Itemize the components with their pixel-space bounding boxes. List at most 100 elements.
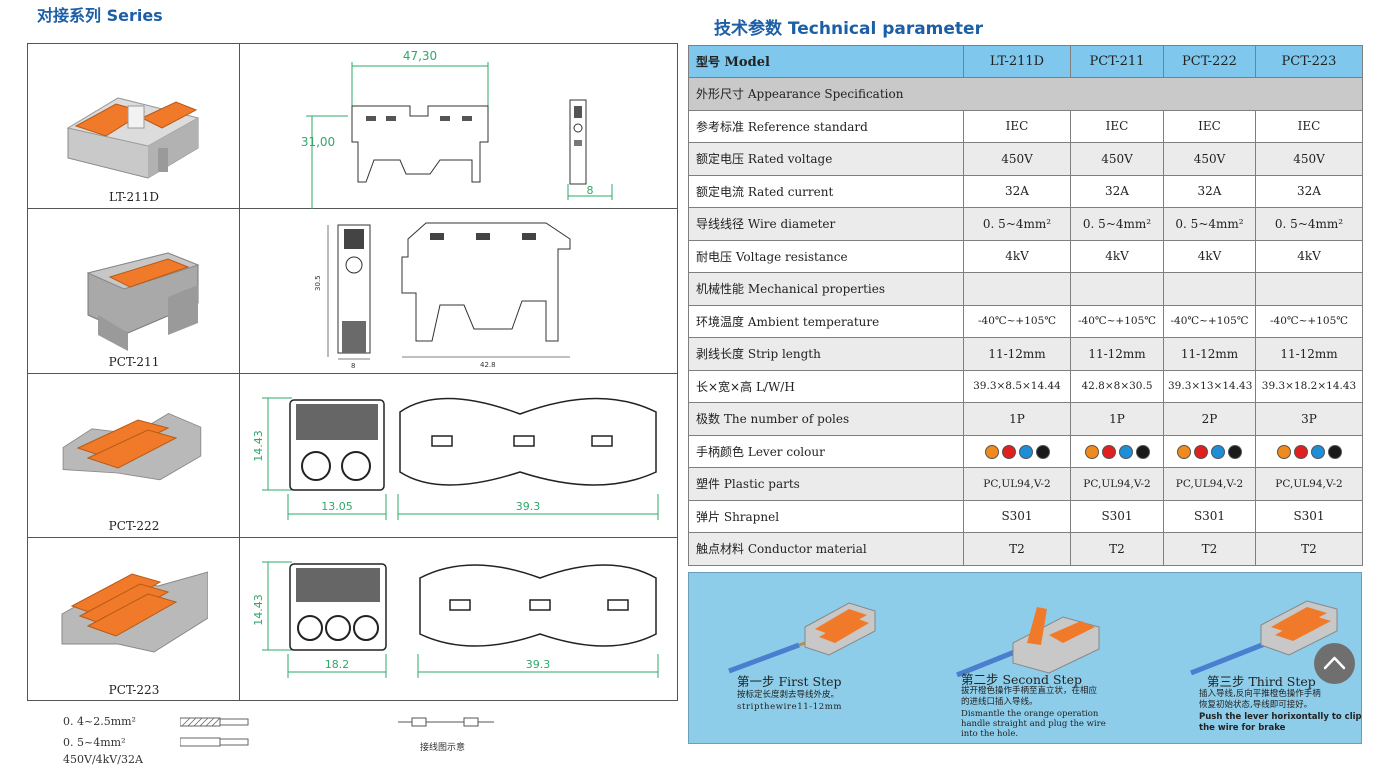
table-cell: 0. 5~4mm² xyxy=(1070,207,1164,241)
wiring-diagram-icon xyxy=(398,717,494,727)
step-second-illustration xyxy=(956,607,1100,677)
row-label-cn: 塑件 xyxy=(696,477,721,492)
legend-rating: 450V/4kV/32A xyxy=(63,753,143,766)
row-label-cn: 极数 xyxy=(696,412,721,427)
table-cell: 4kV xyxy=(1255,239,1363,273)
table-cell: 0. 5~4mm² xyxy=(1163,207,1256,241)
row-label-en: Strip length xyxy=(747,347,821,362)
product-label: PCT-223 xyxy=(108,683,160,697)
step-third: 第三步 Third Step 插入导线,反向平推橙色操作手柄 恢复初始状态,导线… xyxy=(1137,573,1363,743)
product-photo-cell xyxy=(28,209,240,373)
scroll-to-top-button[interactable] xyxy=(1314,643,1355,684)
dim-width: 13.05 xyxy=(321,500,353,513)
pct-211-drawing: 30.5 8 42.8 xyxy=(314,222,571,370)
lever-colour-cell xyxy=(963,434,1071,468)
legend-wire-small: 0. 4~2.5mm² xyxy=(63,715,136,728)
row-label-cn: 弹片 xyxy=(696,509,721,524)
row-label-en: Appearance Specification xyxy=(747,87,904,102)
product-photo-cell xyxy=(28,374,240,537)
row-label: 弹片 Shrapnel xyxy=(688,499,964,533)
row-label-cn: 环境温度 xyxy=(696,314,745,329)
row-label-en: Mechanical properties xyxy=(747,282,886,297)
product-drawing-cell: 47,30 31,00 8 xyxy=(240,44,677,209)
row-label: 耐电压 Voltage resistance xyxy=(688,239,964,273)
table-cell: 4kV xyxy=(1070,239,1164,273)
series-row-pct-211: PCT-211 30.5 8 42.8 xyxy=(28,209,677,374)
table-row: 环境温度 Ambient temperature-40℃~+105℃-40℃~+… xyxy=(688,304,1363,338)
dim-width: 42.8 xyxy=(480,361,496,369)
row-label-en: L/W/H xyxy=(755,379,795,394)
dim-length: 39.3 xyxy=(516,500,541,513)
step-third-illustration xyxy=(1190,600,1338,675)
table-cell: 4kV xyxy=(963,239,1071,273)
table-cell: T2 xyxy=(1255,532,1363,566)
step-second-desc-en-1: Dismantle the orange operation xyxy=(961,709,1099,719)
dim-height: 14.43 xyxy=(252,430,265,462)
header-model: PCT-222 xyxy=(1163,45,1256,78)
lever-colour-swatch xyxy=(984,444,999,459)
row-label-en: Voltage resistance xyxy=(735,249,848,264)
lever-colour-swatch xyxy=(1135,444,1150,459)
table-cell: 11-12mm xyxy=(963,337,1071,371)
row-label: 额定电流 Rated current xyxy=(688,174,964,208)
step-third-desc-cn-1: 插入导线,反向平推橙色操作手柄 xyxy=(1199,689,1321,699)
row-label-en: Conductor material xyxy=(747,542,867,557)
row-label-en: Plastic parts xyxy=(723,477,800,492)
pct-222-drawing: 14.43 13.05 39.3 xyxy=(252,397,659,520)
table-cell: 450V xyxy=(1070,142,1164,176)
row-label: 导线线径 Wire diameter xyxy=(688,207,964,241)
row-label: 塑件 Plastic parts xyxy=(688,467,964,501)
table-cell: 3P xyxy=(1255,402,1363,436)
table-cell: 1P xyxy=(1070,402,1164,436)
dim-height: 30.5 xyxy=(314,275,322,291)
table-cell: 32A xyxy=(1163,174,1256,208)
row-label: 手柄颜色 Lever colour xyxy=(688,434,964,468)
row-label-cn: 额定电压 xyxy=(696,152,745,167)
row-label-en: Shrapnel xyxy=(723,509,780,524)
lever-colour-swatch xyxy=(1228,444,1242,459)
lever-colour-swatch xyxy=(1177,444,1191,459)
step-first: 第一步 First Step 按标定长度剥去导线外皮。 stripthewire… xyxy=(689,573,913,743)
pct-211-photo xyxy=(86,252,200,351)
table-cell: IEC xyxy=(1255,109,1363,143)
table-cell: IEC xyxy=(1070,109,1164,143)
series-table: LT-211D 47,30 31,00 8 xyxy=(27,43,678,701)
lt-211d-drawing: 47,30 31,00 8 xyxy=(301,49,613,209)
wire-sample-large xyxy=(180,737,249,747)
table-cell: 1P xyxy=(963,402,1071,436)
table-cell: 450V xyxy=(963,142,1071,176)
row-label: 参考标准 Reference standard xyxy=(688,109,964,143)
lever-colour-swatch xyxy=(1211,444,1225,459)
header-label: 型号 Model xyxy=(688,45,964,78)
step-second-desc-en-2: handle straight and plug the wire xyxy=(961,719,1106,729)
table-cell: 2P xyxy=(1163,402,1256,436)
step-first-desc-en: stripthewire11-12mm xyxy=(737,702,843,712)
table-cell: 32A xyxy=(963,174,1071,208)
table-header-row: 型号 Model LT-211D PCT-211 PCT-222 PCT-223 xyxy=(688,45,1363,78)
step-second: 第二步 Second Step 拔开橙色操作手柄至直立状，在相应 的进线口插入导… xyxy=(913,573,1137,743)
row-label-en: The number of poles xyxy=(723,412,850,427)
technical-title: 技术参数 Technical parameter xyxy=(714,19,983,39)
row-label-en: Ambient temperature xyxy=(747,314,880,329)
pct-223-drawing: 14.43 18.2 39.3 xyxy=(252,561,659,678)
chevron-up-icon xyxy=(1323,656,1346,670)
table-cell: PC,UL94,V-2 xyxy=(1163,467,1256,501)
dim-length: 39.3 xyxy=(526,658,551,671)
step-second-desc-cn-2: 的进线口插入导线。 xyxy=(961,697,1038,707)
lever-colour-swatch xyxy=(1001,444,1016,459)
table-cell: 39.3×18.2×14.43 xyxy=(1255,369,1363,403)
table-cell: S301 xyxy=(1255,499,1363,533)
row-label: 环境温度 Ambient temperature xyxy=(688,304,964,338)
table-cell: 450V xyxy=(1255,142,1363,176)
legend-wire-large: 0. 5~4mm² xyxy=(63,736,126,749)
table-cell: T2 xyxy=(1070,532,1164,566)
step-second-desc-en-3: into the hole. xyxy=(961,729,1019,739)
